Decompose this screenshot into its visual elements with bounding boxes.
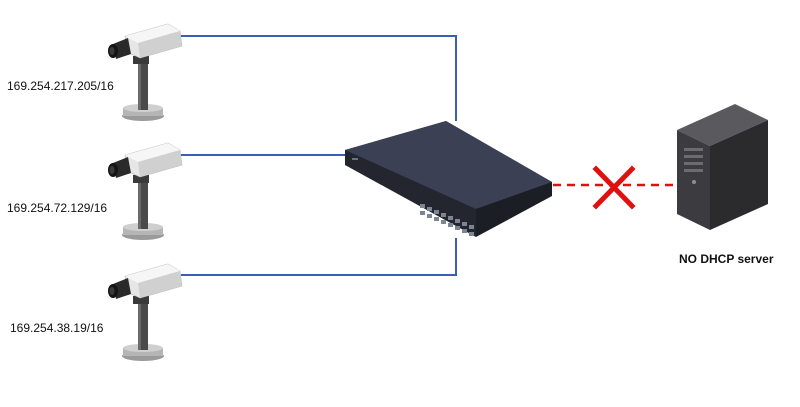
camera-ip-label-3: 169.254.38.19/16 [10,321,104,335]
camera-ip-label-2: 169.254.72.129/16 [7,201,108,215]
server-link [553,165,676,210]
camera-icon [107,23,183,122]
cable-camera-3 [181,238,457,276]
server-icon [677,104,768,230]
camera-ip-label-1: 169.254.217.205/16 [7,79,114,93]
camera-icon [107,142,183,241]
camera-cables [181,35,457,276]
camera-icon [107,263,183,362]
blocked-x-icon [592,165,636,210]
cable-camera-1 [181,35,457,121]
network-switch-icon [345,121,552,237]
server-label: NO DHCP server [679,252,774,266]
